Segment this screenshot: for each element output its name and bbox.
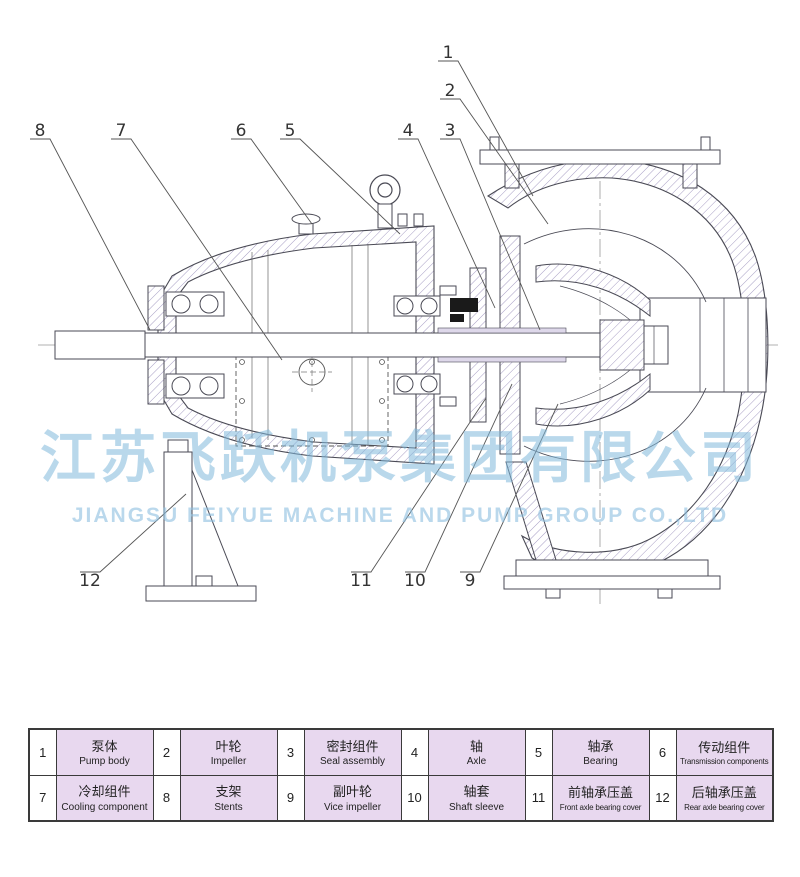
part-11-name-en: Front axle bearing cover: [559, 802, 642, 812]
part-8-name-cn: 支架: [215, 784, 242, 799]
part-10-name-cn: 轴套: [463, 784, 490, 799]
support-stand: [145, 439, 257, 602]
callout-7: 7: [115, 121, 127, 141]
part-9-name-cn: 副叶轮: [332, 784, 372, 799]
part-4-number: 4: [400, 728, 429, 776]
rear-bearing-cover: [147, 285, 165, 405]
bearings: [165, 291, 441, 399]
part-6-name-cn: 传动组件: [698, 739, 751, 755]
part-2-name-cn: 叶轮: [215, 738, 242, 754]
part-8-name: 支架 Stents: [179, 774, 278, 822]
eyebolt: [369, 174, 401, 229]
callout-1: 1: [442, 43, 454, 63]
part-10-name: 轴套 Shaft sleeve: [427, 774, 526, 822]
part-7-name-en: Cooling component: [61, 801, 148, 813]
leader-lines: [30, 60, 559, 573]
part-2-name: 叶轮 Impeller: [179, 728, 278, 776]
part-1-number: 1: [28, 728, 57, 776]
part-7-name-cn: 冷却组件: [78, 784, 131, 799]
part-9-number: 9: [276, 774, 305, 822]
part-11-name-cn: 前轴承压盖: [567, 785, 633, 801]
parts-table: 1 泵体 Pump body 2 叶轮 Impeller 3 密封组件 Seal…: [28, 728, 774, 822]
part-11-number: 11: [524, 774, 553, 822]
callout-11: 11: [350, 571, 372, 591]
part-6-number: 6: [648, 728, 677, 776]
pump-cross-section-drawing: [30, 60, 778, 604]
part-2-name-en: Impeller: [210, 756, 247, 767]
part-3-number: 3: [276, 728, 305, 776]
volute-casing: [486, 159, 769, 576]
part-9-name-en: Vice impeller: [323, 801, 382, 813]
pump-foot: [503, 461, 721, 599]
parts-table-row-2: 7 冷却组件 Cooling component 8 支架 Stents 9 副…: [28, 774, 774, 822]
part-9-name: 副叶轮 Vice impeller: [303, 774, 402, 822]
part-12-name-en: Rear axle bearing cover: [684, 802, 765, 812]
part-12-name: 后轴承压盖 Rear axle bearing cover: [675, 774, 774, 822]
top-flange: [479, 136, 721, 189]
callout-8: 8: [34, 121, 46, 141]
part-5-number: 5: [524, 728, 553, 776]
part-5-name: 轴承 Bearing: [551, 728, 650, 776]
part-6-name: 传动组件 Transmission components: [675, 728, 774, 776]
part-4-name-en: Axle: [466, 756, 487, 767]
part-7-name: 冷却组件 Cooling component: [55, 774, 154, 822]
part-2-number: 2: [152, 728, 181, 776]
part-7-number: 7: [28, 774, 57, 822]
part-8-number: 8: [152, 774, 181, 822]
callout-4: 4: [402, 121, 414, 141]
part-1-name-cn: 泵体: [91, 738, 118, 754]
callout-6: 6: [235, 121, 247, 141]
callout-10: 10: [404, 571, 426, 591]
part-8-name-en: Stents: [214, 801, 243, 813]
part-3-name-en: Seal assembly: [319, 756, 386, 767]
part-4-name-cn: 轴: [469, 738, 483, 754]
parts-table-row-1: 1 泵体 Pump body 2 叶轮 Impeller 3 密封组件 Seal…: [28, 728, 774, 776]
part-4-name: 轴 Axle: [427, 728, 526, 776]
housing-bolts: [397, 213, 424, 227]
part-3-name-cn: 密封组件: [326, 738, 379, 754]
callout-3: 3: [444, 121, 456, 141]
drawing-area: 1 2 3 4 5 6 7 8 9 10 11 12 江苏飞跃机泵集团有限公司 …: [30, 43, 778, 604]
callout-12: 12: [79, 571, 101, 591]
part-6-name-en: Transmission components: [680, 757, 769, 767]
callout-5: 5: [284, 121, 296, 141]
part-12-name-cn: 后轴承压盖: [691, 785, 757, 801]
impeller: [535, 263, 669, 427]
part-10-name-en: Shaft sleeve: [448, 801, 505, 813]
part-1-name-en: Pump body: [79, 756, 130, 767]
shaft: [54, 327, 658, 363]
part-5-name-cn: 轴承: [587, 738, 614, 754]
part-11-name: 前轴承压盖 Front axle bearing cover: [551, 774, 650, 822]
filler-plug: [291, 213, 321, 235]
part-5-name-en: Bearing: [583, 756, 618, 767]
mechanical-seal: [450, 298, 478, 322]
callout-2: 2: [444, 81, 456, 101]
callout-9: 9: [464, 571, 476, 591]
part-12-number: 12: [648, 774, 677, 822]
part-10-number: 10: [400, 774, 429, 822]
part-3-name: 密封组件 Seal assembly: [303, 728, 402, 776]
part-1-name: 泵体 Pump body: [55, 728, 154, 776]
